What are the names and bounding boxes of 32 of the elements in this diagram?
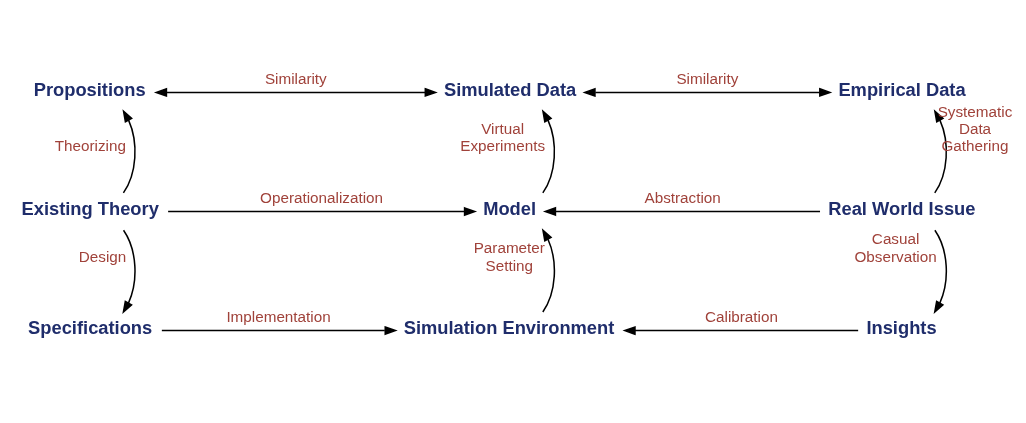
arrow <box>622 325 859 336</box>
edge-label: Design <box>78 247 127 265</box>
node-text: Insights <box>866 317 937 339</box>
arrow <box>167 206 478 217</box>
arrow <box>582 87 833 98</box>
node-text: Empirical Data <box>838 78 966 100</box>
arrow <box>122 109 136 194</box>
node-text: Propositions <box>33 78 146 100</box>
node-text: Simulated Data <box>443 78 577 100</box>
edge-label: Abstraction <box>644 189 721 207</box>
arrow <box>161 325 398 336</box>
arrow <box>122 229 136 315</box>
edge-label: Virtual Experiments <box>460 120 546 155</box>
edge-label: Similarity <box>676 70 739 88</box>
arrow <box>933 109 948 194</box>
edge-label: Operationalization <box>260 189 383 207</box>
edge-label: Similarity <box>264 70 327 88</box>
arrow <box>153 87 438 98</box>
edge-label: Calibration <box>705 308 778 326</box>
arrow <box>933 229 948 315</box>
node-text: Existing Theory <box>21 197 159 219</box>
arrow <box>541 228 556 313</box>
node-text: Real World Issue <box>828 197 976 219</box>
node-text: Specifications <box>28 317 153 339</box>
arrow <box>542 206 821 217</box>
edge-label: Theorizing <box>54 137 126 155</box>
edge-label: Casual Observation <box>854 230 937 265</box>
node-text: Simulation Environment <box>403 317 615 339</box>
edge-label: Implementation <box>226 308 331 326</box>
arrow <box>541 109 556 194</box>
edge-label: Parameter Setting <box>473 239 545 274</box>
node-text: Model <box>483 197 537 219</box>
